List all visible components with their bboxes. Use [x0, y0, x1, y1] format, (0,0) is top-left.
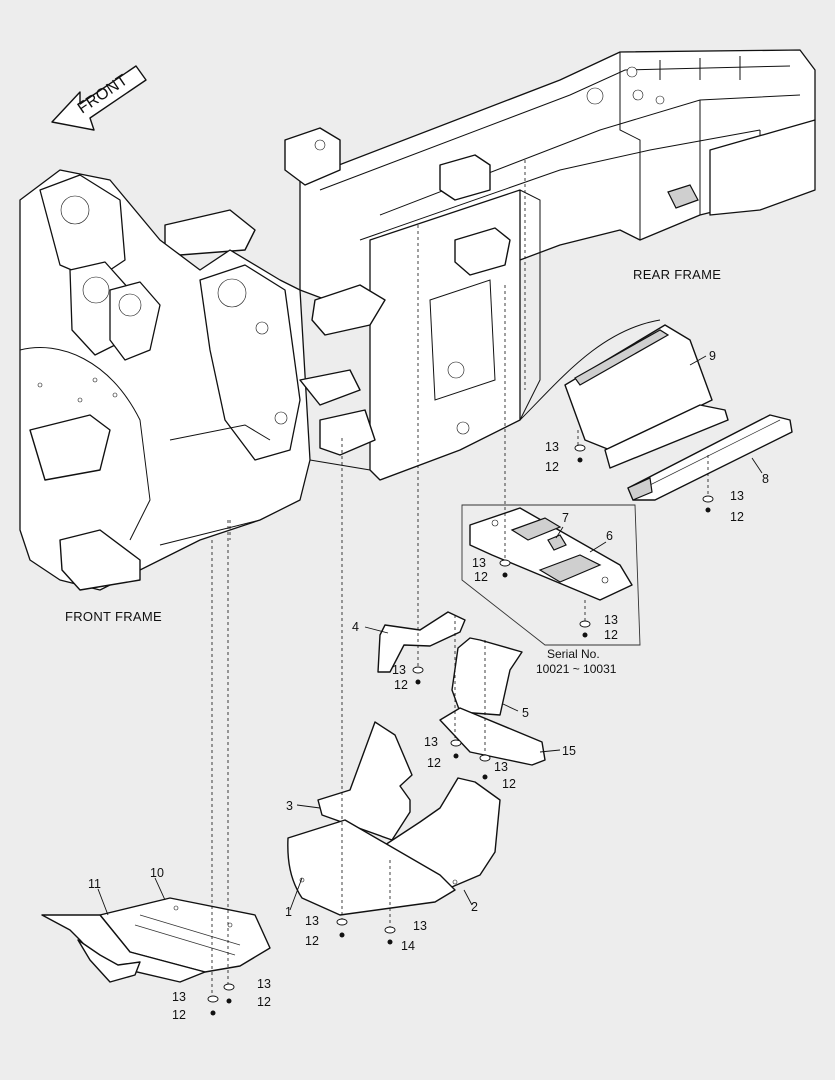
callout-bolt-6b: 12: [604, 628, 618, 642]
front-arrow-icon: FRONT: [51, 65, 147, 131]
rear-frame-drawing: [164, 49, 816, 481]
fastener-1: [336, 918, 348, 938]
serial-inset-box: Serial No. 10021 ~ 10031: [461, 504, 641, 676]
callout-part-11: 11: [88, 877, 101, 891]
part-8-support-bar: [627, 414, 793, 501]
callout-washer-9: 13: [545, 440, 559, 454]
callout-washer-6b: 13: [604, 613, 618, 627]
part-6-guard-plate: [469, 507, 633, 601]
front-frame-label: FRONT FRAME: [65, 609, 162, 624]
part-7-bracket: [547, 534, 567, 551]
callout-bolt-10: 12: [257, 995, 271, 1009]
callout-washer-2: 13: [413, 919, 427, 933]
callout-bolt-1: 12: [305, 934, 319, 948]
callout-part-2: 2: [471, 900, 478, 914]
callout-washer-6a: 13: [472, 556, 486, 570]
front-frame-drawing: [19, 169, 381, 591]
callout-washer-15: 13: [494, 760, 508, 774]
callout-bolt-11: 12: [172, 1008, 186, 1022]
callout-washer-11: 13: [172, 990, 186, 1004]
serial-range: 10021 ~ 10031: [536, 662, 617, 676]
fastener-10: [223, 983, 235, 1004]
callout-washer-5: 13: [424, 735, 438, 749]
part-4-side-cover: [377, 611, 466, 673]
callout-part-5: 5: [522, 706, 529, 720]
callout-bolt-15: 12: [502, 777, 516, 791]
callout-part-3: 3: [286, 799, 293, 813]
callout-part-8: 8: [762, 472, 769, 486]
part-9-cover-plate: [564, 324, 729, 469]
callout-part-1: 1: [285, 905, 292, 919]
part-15-plate: [439, 707, 546, 766]
callout-washer-4: 13: [392, 663, 406, 677]
callout-washer-10: 13: [257, 977, 271, 991]
callout-bolt-6a: 12: [474, 570, 488, 584]
fastener-11: [207, 995, 219, 1016]
fastener-15: [479, 754, 491, 780]
part-5-cover: [451, 637, 523, 716]
fasteners: [207, 444, 714, 1016]
fastener-8: [702, 495, 714, 513]
callout-part-10: 10: [150, 866, 164, 880]
callout-bolt-4: 12: [394, 678, 408, 692]
callout-bolt-5: 12: [427, 756, 441, 770]
fastener-2: [384, 926, 396, 945]
callout-part-15: 15: [562, 744, 576, 758]
callout-labels: 9 8 7 6 4 5 15 3 2 1 10 11 14 13 12 13 1…: [88, 349, 769, 1022]
callout-bolt-8: 12: [730, 510, 744, 524]
callout-part-6: 6: [606, 529, 613, 543]
serial-label: Serial No.: [547, 647, 600, 661]
rear-frame-label: REAR FRAME: [633, 267, 721, 282]
callout-washer-1: 13: [305, 914, 319, 928]
fastener-6a: [499, 559, 511, 578]
callout-part-7: 7: [562, 511, 569, 525]
callout-washer-8: 13: [730, 489, 744, 503]
callout-part-14: 14: [401, 939, 415, 953]
assembly-lines: [211, 225, 709, 1000]
callout-bolt-9: 12: [545, 460, 559, 474]
fastener-4: [412, 666, 424, 685]
fastener-9: [574, 444, 586, 463]
callout-part-4: 4: [352, 620, 359, 634]
leader-lines: [97, 355, 763, 916]
callout-part-9: 9: [709, 349, 716, 363]
fastener-5: [450, 739, 462, 759]
part-3-floor-plate: [317, 721, 413, 841]
part-1-under-cover: [287, 819, 458, 916]
part-11-skid-plate: [41, 914, 206, 983]
fastener-6b: [579, 620, 591, 638]
